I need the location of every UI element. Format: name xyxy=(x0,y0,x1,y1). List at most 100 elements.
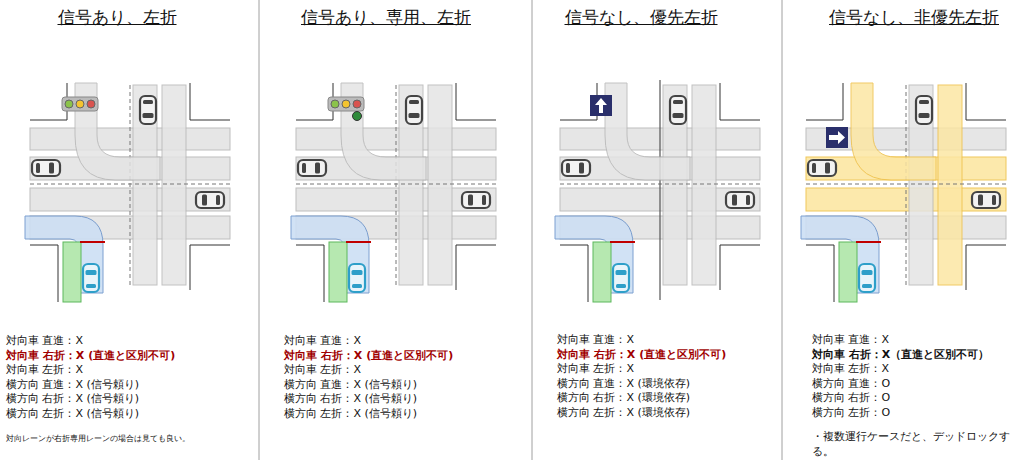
car-body xyxy=(349,264,365,292)
check-rule: 対向車 右折：X (直進と区別不可) xyxy=(6,349,175,362)
car-window xyxy=(992,195,996,205)
car-body xyxy=(726,192,754,208)
center-line xyxy=(906,85,907,285)
road-edge xyxy=(806,245,834,302)
lane xyxy=(938,85,962,285)
check-rule: 横方向 直進：X (信号頼り) xyxy=(6,378,139,391)
center-line xyxy=(659,80,660,300)
other-car xyxy=(196,192,224,208)
car-body xyxy=(859,264,875,292)
ego-car xyxy=(859,264,875,292)
check-rule: 横方向 左折：O xyxy=(812,406,890,419)
arrow-lamp xyxy=(353,112,362,121)
car-window xyxy=(825,163,830,174)
road-edge xyxy=(30,83,67,120)
car-window xyxy=(919,100,929,104)
road-edge xyxy=(806,83,843,120)
road-edge xyxy=(190,83,230,120)
stop-line xyxy=(346,241,371,243)
other-car xyxy=(140,96,156,124)
check-rule: 対向車 右折：X (直進と区別不可) xyxy=(284,349,453,362)
car-window xyxy=(673,113,684,118)
check-rule: 横方向 直進：X (信号頼り) xyxy=(284,378,417,391)
intersection xyxy=(555,80,760,302)
car-window xyxy=(143,113,154,118)
car-window xyxy=(919,113,930,118)
car-body xyxy=(140,96,156,124)
check-area xyxy=(839,242,857,302)
other-car xyxy=(406,96,422,124)
check-rule: 横方向 直進：O xyxy=(812,377,890,390)
check-rule: 対向車 右折：X（直進と区別不可） xyxy=(812,348,989,361)
check-rule: 対向車 直進：X xyxy=(812,333,889,346)
other-car xyxy=(562,160,590,176)
car-window xyxy=(812,163,816,173)
check-area xyxy=(63,242,81,302)
check-rule: 対向車 左折：X xyxy=(812,362,889,375)
signal-lamp xyxy=(331,100,339,108)
car-body xyxy=(972,192,1000,208)
ego-car xyxy=(349,264,365,292)
turn-path xyxy=(605,83,690,180)
lane xyxy=(296,128,496,150)
car-window xyxy=(566,163,570,173)
panel-title: 信号なし、優先左折 xyxy=(565,7,718,27)
car-window xyxy=(482,195,486,205)
car-window xyxy=(302,163,306,173)
road-edge xyxy=(456,245,496,290)
stop-line xyxy=(610,241,635,243)
check-rule: 対向車 直進：X xyxy=(284,334,361,347)
road-edge xyxy=(30,245,58,302)
check-rule: 横方向 左折：X (信号頼り) xyxy=(6,407,139,420)
check-rule: 横方向 右折：X (環境依存) xyxy=(557,391,690,404)
road-edge xyxy=(296,245,324,302)
car-body xyxy=(808,160,836,176)
lane xyxy=(162,85,186,285)
panel-title: 信号あり、左折 xyxy=(58,7,177,27)
intersection xyxy=(25,83,230,302)
check-rule: 横方向 右折：X (信号頼り) xyxy=(284,392,417,405)
lane xyxy=(663,85,687,285)
note: ・複数運行ケースだと、デッドロックする。 xyxy=(812,430,1027,460)
car-body xyxy=(83,264,99,292)
check-rule: 横方向 右折：O xyxy=(812,391,890,404)
traffic-light xyxy=(62,97,98,111)
car-body xyxy=(196,192,224,208)
sign-plate xyxy=(826,127,848,148)
car-window xyxy=(616,270,627,275)
lane xyxy=(30,128,230,150)
car-window xyxy=(409,100,419,104)
lane xyxy=(692,85,716,285)
car-window xyxy=(49,163,54,174)
check-rule: 対向車 直進：X xyxy=(557,333,634,346)
other-car xyxy=(726,192,754,208)
car-window xyxy=(36,163,40,173)
check-rule: 横方向 左折：X (環境依存) xyxy=(557,406,690,419)
car-body xyxy=(32,160,60,176)
ego-car xyxy=(83,264,99,292)
car-body xyxy=(562,160,590,176)
road-edge xyxy=(456,83,496,120)
road-edge xyxy=(296,83,333,120)
car-window xyxy=(468,195,473,206)
signal-lamp xyxy=(87,100,95,108)
check-rule: 対向車 右折：X (直進と区別不可) xyxy=(557,348,726,361)
car-body xyxy=(613,264,629,292)
car-window xyxy=(202,195,207,206)
panel-divider xyxy=(532,0,533,460)
car-body xyxy=(406,96,422,124)
signal-lamp xyxy=(353,100,361,108)
lane xyxy=(399,85,423,285)
panel-title: 信号なし、非優先左折 xyxy=(829,7,999,27)
stop-line xyxy=(80,241,105,243)
car-body xyxy=(670,96,686,124)
car-window xyxy=(862,284,872,288)
other-car xyxy=(298,160,326,176)
car-window xyxy=(746,195,750,205)
car-window xyxy=(616,284,626,288)
priority-sign xyxy=(590,95,612,116)
car-body xyxy=(462,192,490,208)
lane xyxy=(909,85,933,285)
other-car xyxy=(972,192,1000,208)
check-rule: 対向車 左折：X xyxy=(284,363,361,376)
